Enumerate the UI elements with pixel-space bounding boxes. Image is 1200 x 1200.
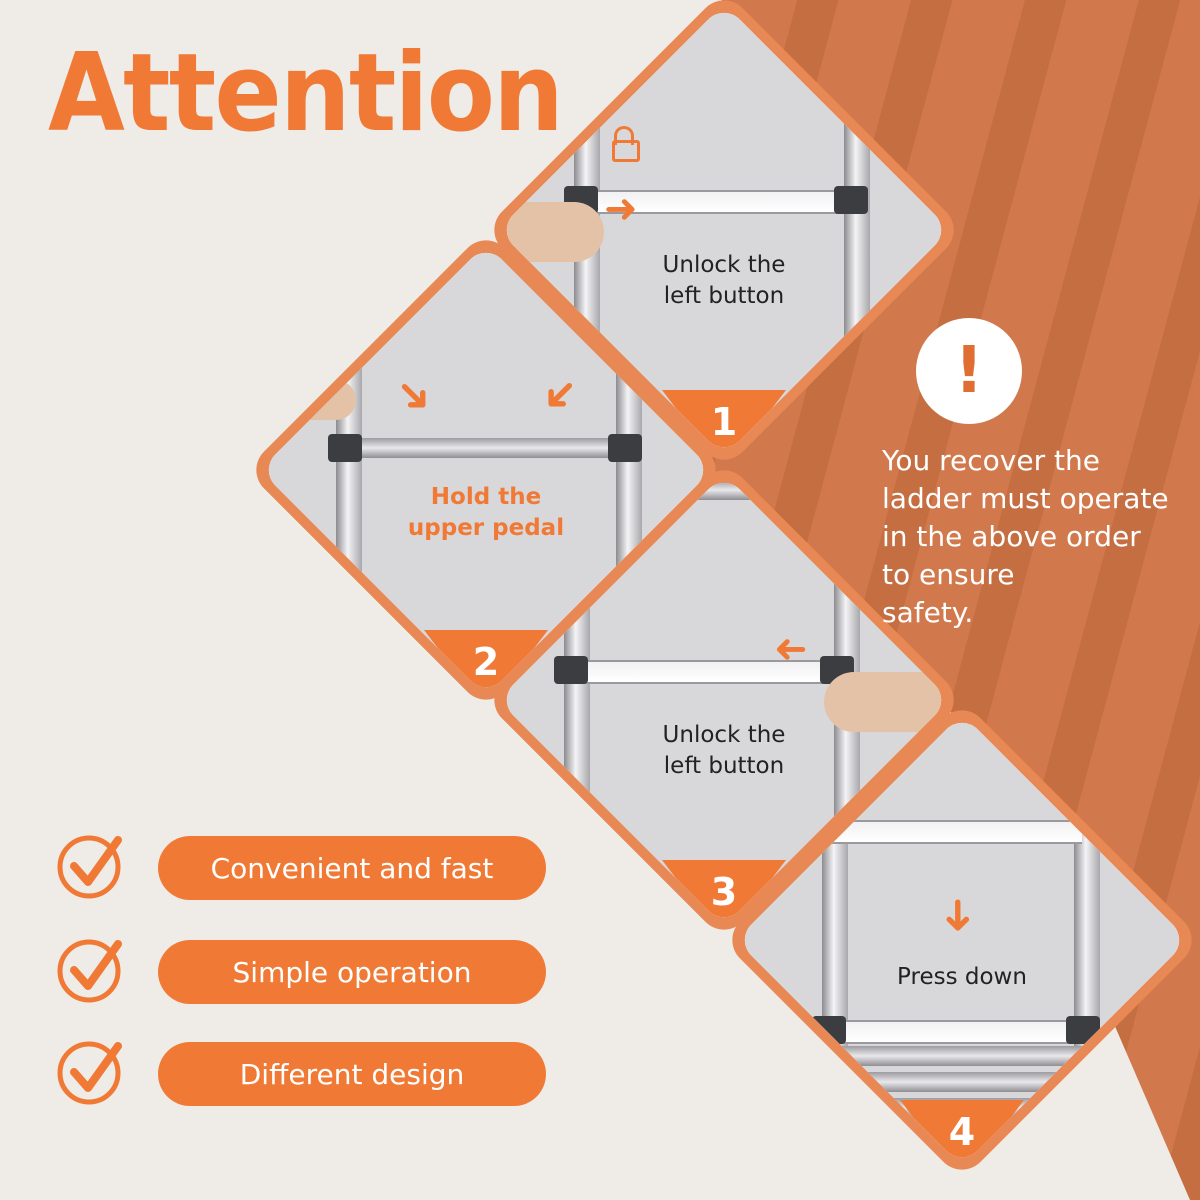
feature-label: Simple operation	[158, 940, 546, 1004]
check-circle-icon	[57, 939, 122, 1003]
check-circle-icon	[57, 835, 122, 899]
feature-label: Convenient and fast	[158, 836, 546, 900]
step-2-caption: Hold the upper pedal	[407, 484, 565, 541]
page-title: Attention	[48, 31, 564, 156]
step-4-caption: Press down	[897, 964, 1027, 990]
step-3-caption: Unlock the left button	[662, 722, 786, 779]
arrow-right-icon: ➜	[604, 186, 638, 232]
exclamation-icon: !	[916, 318, 1022, 424]
notice-text: You recover the ladder must operate in t…	[882, 444, 1169, 629]
step-1-caption: Unlock the left button	[662, 252, 786, 309]
check-circle-icon	[57, 1041, 122, 1105]
arrow-down-icon: ➜	[932, 897, 984, 934]
feature-label: Different design	[158, 1042, 546, 1106]
arrow-down-left-icon: ➜	[529, 364, 592, 427]
step-2-pedal	[346, 438, 626, 458]
arrow-down-right-icon: ➜	[383, 364, 446, 427]
arrow-left-icon: ➜	[774, 626, 808, 672]
